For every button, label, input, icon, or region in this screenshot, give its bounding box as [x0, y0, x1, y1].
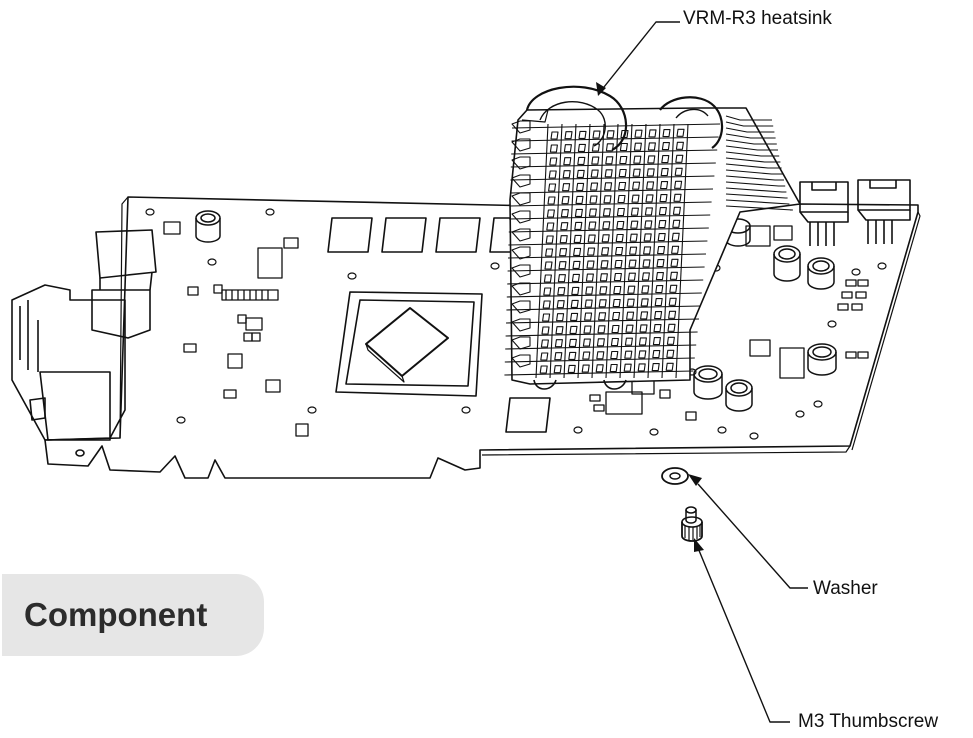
- heatsink-fins: [504, 123, 721, 379]
- gpu-package: [335, 291, 483, 397]
- section-tag-text: Component: [24, 596, 208, 633]
- vrm-heatsink: [504, 85, 801, 390]
- section-tag: Component: [2, 574, 264, 656]
- vrm-heatsink-label: VRM-R3 heatsink: [683, 8, 832, 29]
- pcb-board: [44, 196, 921, 479]
- washer-label: Washer: [813, 578, 878, 599]
- leader-lines: [599, 21, 808, 723]
- m3-thumbscrew: [681, 506, 703, 542]
- io-bracket: [11, 229, 157, 457]
- heatsink-side-fins: [511, 115, 794, 368]
- washer: [661, 467, 689, 485]
- m3-thumbscrew-label: M3 Thumbscrew: [798, 711, 939, 732]
- leader-arrows: [596, 82, 704, 552]
- power-connectors: [799, 179, 911, 246]
- smd-components: [163, 221, 869, 437]
